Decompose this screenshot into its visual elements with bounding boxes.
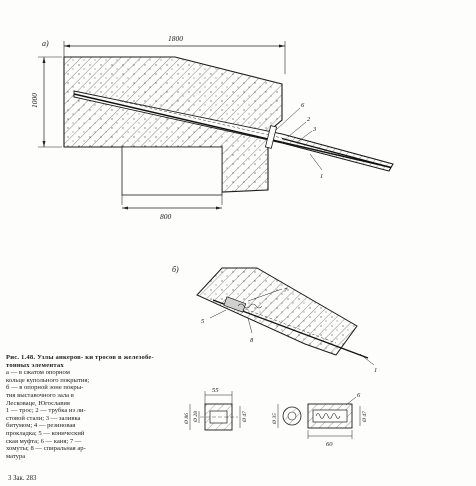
label-b: б) [172, 265, 179, 274]
callout-8: 8 [250, 337, 254, 344]
callout-6-detail: 6 [357, 392, 361, 399]
dim-bottom-label: 800 [160, 212, 172, 221]
caption-title-line: ки тросов в железобе- [85, 354, 154, 361]
callout-2: 2 [307, 116, 311, 123]
dim-d47b: Ø 47 [361, 411, 368, 423]
dim-d47: Ø 47 [241, 411, 248, 423]
caption-title-line: тонных элементах [6, 361, 64, 369]
callout-1b: 1 [374, 367, 377, 374]
caption-line: Лесковаце, Югославия [6, 399, 70, 407]
dim-55: 55 [212, 387, 219, 394]
support-column [121, 146, 223, 196]
dim-d86: Ø 86 [184, 413, 190, 425]
drawing-a: а) 1800 1000 800 [30, 34, 394, 221]
caption-line: 1 — трос; 2 — трубка из ли- [6, 407, 86, 415]
caption-line: кольце купольного покрытия; [6, 376, 90, 384]
drawing-b: б) 7 5 8 1 [172, 265, 377, 374]
conical-sleeve [223, 296, 247, 313]
caption-line: хомуты; 8 — спиральная ар- [6, 445, 86, 453]
callout-6: 6 [301, 102, 305, 109]
spiral-reinforcement [237, 303, 263, 309]
dim-d35: Ø 35 [272, 413, 278, 425]
dim-60: 60 [326, 441, 333, 448]
detail-section: Ø 35 Ø 47 60 6 [272, 392, 368, 448]
caption-line: прокладка; 5 — конический [6, 429, 85, 437]
callout-5: 5 [201, 318, 205, 325]
dim-d28: Ø 28 [193, 411, 199, 423]
label-a: а) [42, 39, 49, 48]
cable-assembly-a [73, 90, 394, 172]
caption-title-line: Рис. 1.48. Узлы анкеров- [6, 354, 84, 361]
caption-line: б — в опорной зоне покры- [6, 384, 84, 392]
caption-line: ская муфта; 6 — каня; 7 — [6, 437, 82, 445]
callout-1: 1 [320, 173, 323, 180]
caption-body: а — в сжатом опорном кольце купольного п… [6, 369, 154, 460]
caption-line: тия выставочного зала в [6, 391, 74, 399]
caption-title: Рис. 1.48. Узлы анкеров- ки тросов в жел… [6, 354, 154, 369]
callouts-a: 6 2 3 1 [275, 102, 323, 180]
callouts-b: 7 5 8 1 [201, 287, 377, 374]
caption-line: стовой стали; 3 — заливка [6, 414, 81, 422]
callout-3: 3 [312, 126, 317, 133]
callout-7: 7 [284, 287, 288, 294]
figure-caption: Рис. 1.48. Узлы анкеров- ки тросов в жел… [6, 354, 154, 460]
dim-top-label: 1800 [168, 34, 183, 43]
caption-line: матура [6, 452, 26, 460]
page-footer: 3 Зак. 283 [8, 475, 37, 482]
caption-line: битумом; 4 — резиновая [6, 422, 76, 430]
caption-line: а — в сжатом опорном [6, 369, 70, 377]
dim-left-label: 1000 [30, 93, 39, 108]
detail-sleeve: 55 Ø 86 Ø 28 Ø 47 [184, 387, 248, 431]
